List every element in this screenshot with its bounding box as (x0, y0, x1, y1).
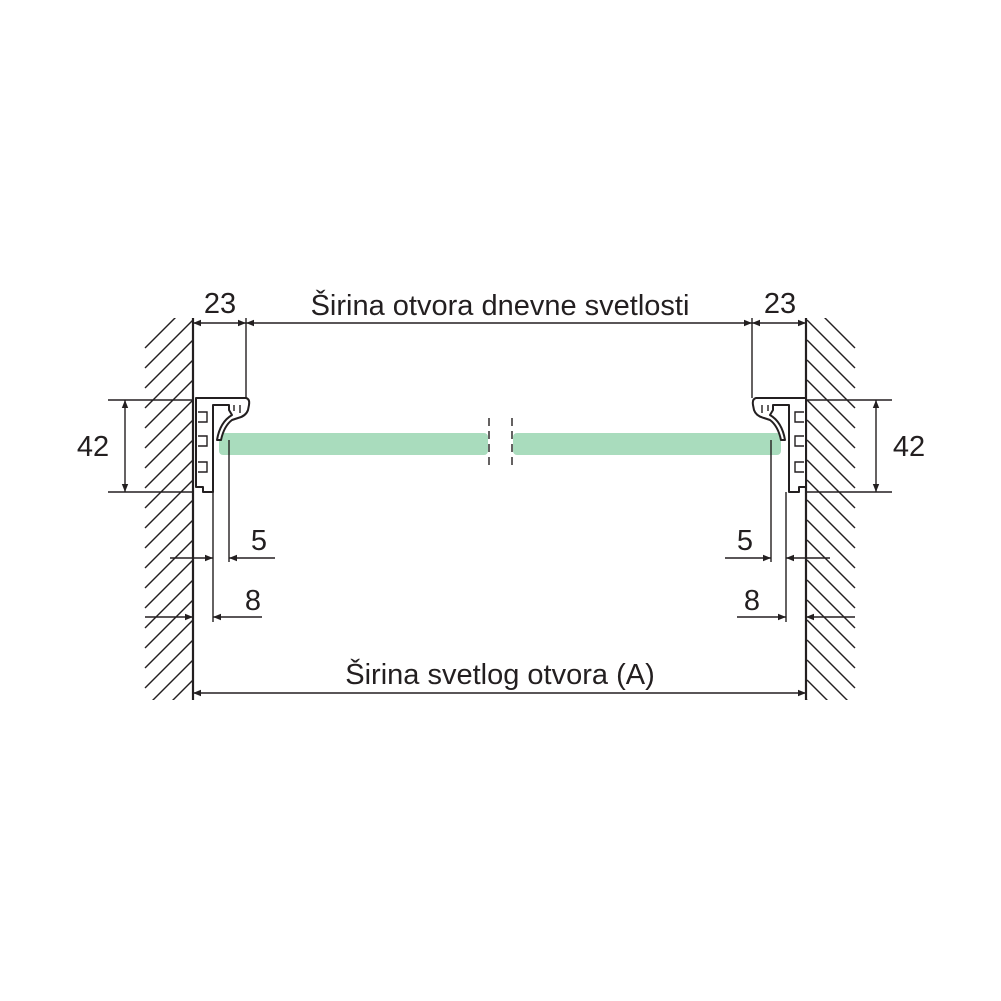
left-height-dimension: 42 (77, 399, 193, 493)
hatch-line (807, 519, 856, 569)
right-height-dimension: 42 (806, 399, 925, 493)
hatch-line (144, 480, 192, 529)
hatch-line (144, 540, 192, 589)
hatch-line (144, 400, 192, 449)
hatch-line (144, 320, 192, 369)
right-gap-8-label: 8 (744, 585, 760, 617)
hatch-line (144, 600, 192, 649)
hatch-line (144, 640, 192, 689)
right-profile (751, 397, 807, 493)
hatch-line (807, 599, 856, 649)
hatch-line (144, 380, 192, 429)
hatch-line (807, 319, 856, 369)
hatch-line (807, 679, 828, 700)
hatch-line (807, 459, 856, 509)
hatch-line (807, 639, 856, 689)
hatch-line (807, 720, 855, 768)
hatch-line (144, 500, 192, 549)
hatch-line (807, 439, 856, 489)
hatch-line (807, 419, 856, 469)
hatch-line (144, 580, 192, 629)
right-gap-dimensions: 5 8 (725, 440, 855, 622)
hatch-line (145, 720, 193, 768)
left-height-label: 42 (77, 431, 109, 463)
hatch-line (144, 560, 192, 609)
right-gap-5-label: 5 (737, 525, 753, 557)
hatch-line (807, 699, 808, 700)
hatch-line (144, 620, 192, 669)
top-dimension: 23 Širina otvora dnevne svetlosti 23 (193, 288, 806, 398)
right-offset-label: 23 (764, 288, 796, 320)
right-wall (804, 318, 856, 788)
hatch-line (172, 680, 192, 700)
left-gap-8-label: 8 (245, 585, 261, 617)
hatch-line (807, 339, 856, 389)
hatch-line (807, 659, 848, 700)
hatch-line (152, 660, 192, 700)
hatch-line (144, 420, 192, 469)
left-offset-label: 23 (204, 288, 236, 320)
hatch-line (145, 700, 193, 748)
hatch-line (144, 340, 192, 389)
hatch-line (807, 379, 856, 429)
bottom-dimension: Širina svetlog otvora (A) (193, 657, 806, 697)
top-width-label: Širina otvora dnevne svetlosti (311, 288, 690, 322)
hatch-line (807, 539, 856, 589)
hatch-line (144, 460, 192, 509)
right-height-label: 42 (893, 431, 925, 463)
hatch-line (807, 740, 855, 788)
left-gap-dimensions: 5 8 (145, 440, 275, 622)
hatch-line (144, 520, 192, 569)
hatch-line (144, 360, 192, 409)
left-wall (144, 318, 195, 788)
bottom-width-label: Širina svetlog otvora (A) (345, 657, 654, 691)
hatch-line (144, 440, 192, 489)
hatch-line (807, 359, 856, 409)
hatch-line (807, 479, 856, 529)
hatch-line (807, 559, 856, 609)
hatch-line (807, 499, 856, 549)
hatch-line (807, 619, 856, 669)
hatch-line (144, 318, 176, 349)
glass-panel (219, 418, 781, 470)
hatch-line (807, 399, 856, 449)
left-gap-5-label: 5 (251, 525, 267, 557)
hatch-line (145, 740, 193, 788)
hatch-line (824, 318, 856, 349)
left-profile (195, 397, 251, 493)
hatch-line (807, 579, 856, 629)
